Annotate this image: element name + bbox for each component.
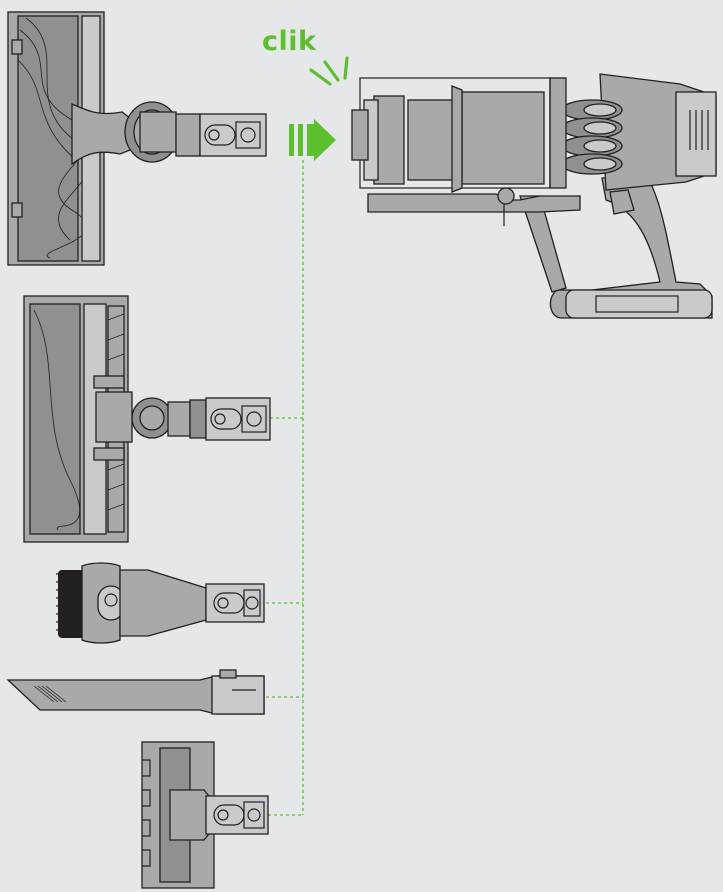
push-arrow-icon xyxy=(289,119,336,161)
motorbar-cleaner-head-icon xyxy=(7,11,267,266)
click-burst-icon xyxy=(309,56,349,86)
click-sound-label: clik xyxy=(262,26,317,57)
soft-roller-cleaner-head-icon xyxy=(23,295,271,543)
connection-lines xyxy=(266,160,304,816)
crevice-tool-icon xyxy=(6,669,265,715)
combination-brush-tool-icon xyxy=(56,562,265,644)
mini-motorised-tool-icon xyxy=(141,741,269,889)
handheld-vacuum-main-body-icon xyxy=(351,73,717,319)
